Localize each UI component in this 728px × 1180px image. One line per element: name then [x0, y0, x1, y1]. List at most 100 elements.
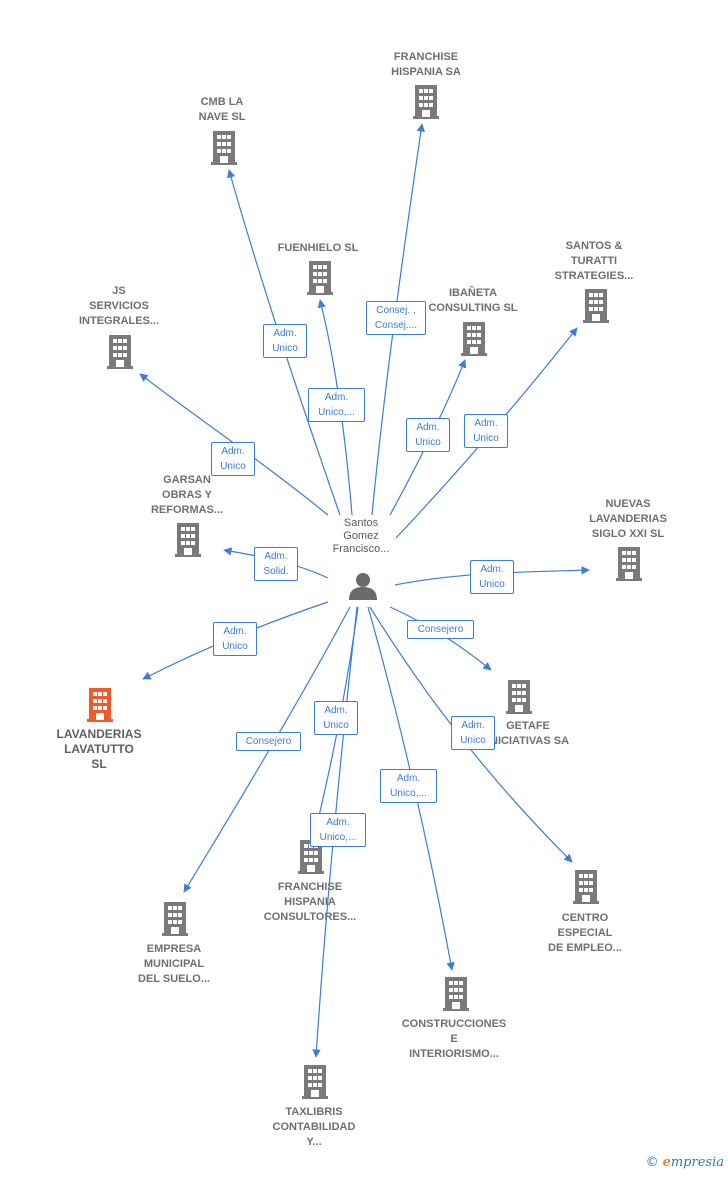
- edge-label-cmb-la-nave-sl[interactable]: Adm.Unico: [263, 324, 307, 358]
- edge-label-franchise-hispania-consultores[interactable]: Adm.Unico: [314, 701, 358, 735]
- edge-label-construcciones-interiorismo[interactable]: Adm. Unico,...: [380, 769, 437, 803]
- footer-brand: ©empresia: [646, 1155, 724, 1170]
- node-label-line: LAVATUTTO: [64, 742, 134, 756]
- edge-label-line: Unico,...: [390, 788, 427, 799]
- node-label-fuenhielo-sl[interactable]: FUENHIELO SL: [278, 241, 359, 256]
- node-label-line: NAVE SL: [198, 111, 246, 123]
- edge-label-line: Consejero: [417, 624, 464, 635]
- node-label-line: STRATEGIES...: [554, 270, 634, 282]
- edge-label-line: Adm.: [223, 626, 247, 637]
- building-icon[interactable]: [583, 289, 609, 323]
- node-label-taxlibris-contabilidad[interactable]: TAXLIBRIS CONTABILIDAD Y...: [273, 1105, 356, 1150]
- edge-label-franchise-hispania-sa[interactable]: Consej. ,Consej....: [366, 301, 426, 335]
- node-label-line: GARSAN: [163, 474, 211, 486]
- building-icon[interactable]: [302, 1065, 328, 1099]
- edge-label-line: Unico: [220, 461, 246, 472]
- building-icon[interactable]: [506, 680, 532, 714]
- node-label-line: E: [450, 1033, 458, 1045]
- center-label-line: Gomez: [343, 530, 379, 542]
- node-label-line: CONTABILIDAD: [272, 1121, 356, 1133]
- edge-label-line: Adm.: [326, 817, 350, 828]
- edge-label-santos-turatti[interactable]: Adm. Unico: [464, 414, 508, 448]
- node-label-centro-especial[interactable]: CENTRO ESPECIAL DE EMPLEO...: [548, 911, 622, 956]
- node-label-line: CONSULTORES...: [263, 911, 357, 923]
- edge-label-ibaneta-consulting-sl[interactable]: Adm.Unico: [406, 418, 450, 452]
- copyright-icon: ©: [645, 1155, 659, 1170]
- building-icon[interactable]: [162, 902, 188, 936]
- edge-label-line: Adm.: [461, 720, 485, 731]
- node-label-line: FUENHIELO SL: [277, 242, 359, 254]
- edge-label-line: Unico,...: [318, 407, 355, 418]
- edge-label-line: Consej....: [374, 320, 418, 331]
- node-label-line: JS: [112, 285, 126, 297]
- building-icon[interactable]: [443, 977, 469, 1011]
- node-label-line: LAVANDERIAS: [589, 513, 667, 525]
- building-icon[interactable]: [107, 335, 133, 369]
- node-label-line: INICIATIVAS SA: [486, 735, 570, 747]
- node-label-line: MUNICIPAL: [143, 958, 205, 970]
- edge-label-nuevas-lavanderias[interactable]: Adm.Unico: [470, 560, 514, 594]
- edge-label-garsan-obras[interactable]: Adm. Solid.: [254, 547, 298, 581]
- edge-line-js-servicios: [139, 373, 329, 516]
- node-label-line: DEL SUELO...: [138, 973, 210, 985]
- node-label-line: CONSULTING SL: [428, 302, 518, 314]
- node-label-line: HISPANIA: [284, 896, 336, 908]
- edge-label-line: Unico: [479, 579, 505, 590]
- building-icon[interactable]: [413, 85, 439, 119]
- edge-label-line: Adm.: [273, 328, 297, 339]
- node-label-line: HISPANIA SA: [391, 66, 461, 78]
- edge-label-line: Adm.: [264, 551, 288, 562]
- node-label-line: CMB LA: [200, 96, 244, 108]
- node-label-line: Y...: [306, 1136, 322, 1148]
- edge-label-line: Adm.: [396, 773, 421, 784]
- center-label-line: Francisco...: [332, 543, 390, 555]
- edge-label-empresa-municipal[interactable]: Consejero: [236, 732, 301, 751]
- edge-label-line: Solid.: [263, 566, 289, 577]
- node-label-line: ESPECIAL: [557, 927, 613, 939]
- node-label-line: INTEGRALES...: [78, 315, 160, 327]
- edge-label-line: Unico: [323, 720, 349, 731]
- building-icon[interactable]: [87, 688, 113, 722]
- edge-label-taxlibris-contabilidad[interactable]: Adm. Unico,...: [310, 813, 366, 847]
- edge-label-line: Unico: [415, 437, 441, 448]
- node-label-line: SIGLO XXI SL: [591, 528, 665, 540]
- edge-label-fuenhielo-sl[interactable]: Adm.Unico,...: [308, 388, 365, 422]
- node-label-line: CENTRO: [561, 912, 609, 924]
- building-icon[interactable]: [461, 322, 487, 356]
- building-icon[interactable]: [307, 261, 333, 295]
- edge-label-line: Adm.: [474, 418, 498, 429]
- building-icon[interactable]: [175, 523, 201, 557]
- node-label-line: LAVANDERIAS: [56, 727, 142, 741]
- building-icon[interactable]: [616, 547, 642, 581]
- edge-label-centro-especial[interactable]: Adm. Unico: [451, 716, 495, 750]
- center-label-line: Santos: [343, 517, 379, 529]
- edge-label-getafe-iniciativas[interactable]: Consejero: [407, 620, 474, 639]
- edge-label-js-servicios[interactable]: Adm.Unico: [211, 442, 255, 476]
- building-icon[interactable]: [211, 131, 237, 165]
- edge-line-centro-especial: [369, 606, 573, 863]
- edge-label-line: Consejero: [245, 736, 292, 747]
- center-node[interactable]: [349, 573, 377, 600]
- node-label-cmb-la-nave-sl[interactable]: CMB LA NAVE SL: [199, 95, 246, 125]
- node-label-line: DE EMPLEO...: [548, 942, 622, 954]
- edge-label-line: Unico,...: [319, 832, 357, 843]
- edge-label-line: Unico: [460, 735, 486, 746]
- edge-label-line: Unico: [473, 433, 499, 444]
- building-icon[interactable]: [573, 870, 599, 904]
- node-label-empresa-municipal[interactable]: EMPRESA MUNICIPAL DEL SUELO...: [138, 942, 210, 987]
- node-label-line: EMPRESA: [146, 943, 202, 955]
- edge-label-lavanderias-lavatutto[interactable]: Adm.Unico: [213, 622, 257, 656]
- node-label-line: TAXLIBRIS: [285, 1106, 343, 1118]
